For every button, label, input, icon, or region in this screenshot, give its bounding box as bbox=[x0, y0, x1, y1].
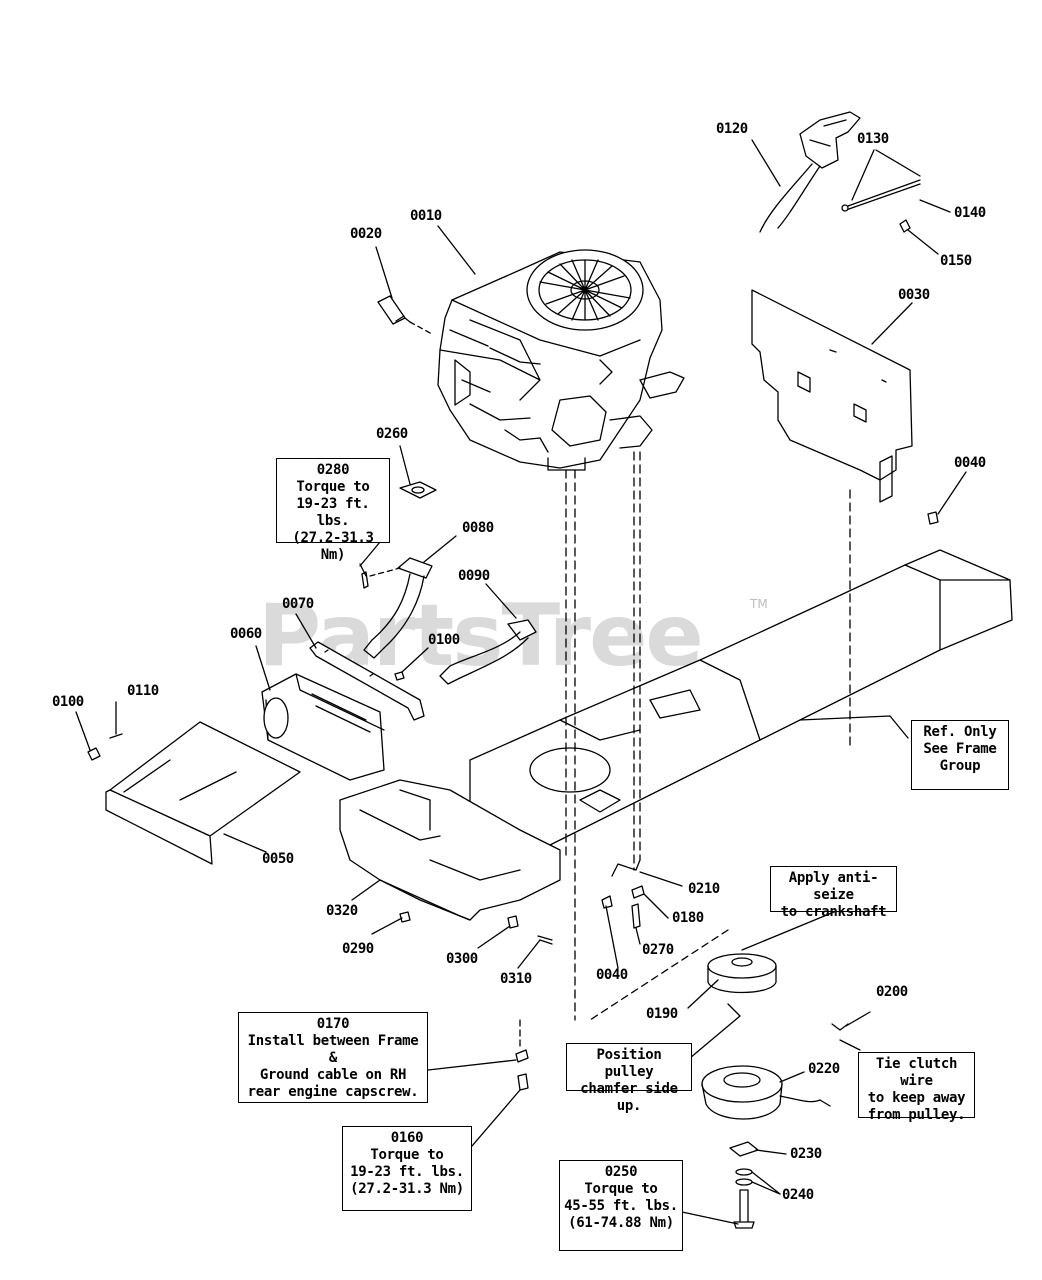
label-0100-a: 0100 bbox=[52, 694, 84, 710]
frame-reference bbox=[469, 549, 1013, 871]
label-0040-a: 0040 bbox=[954, 455, 986, 471]
part-0030 bbox=[751, 289, 913, 503]
label-0110: 0110 bbox=[127, 683, 159, 699]
part-0290 bbox=[399, 911, 411, 923]
part-0170 bbox=[515, 1049, 529, 1063]
label-0270: 0270 bbox=[642, 942, 674, 958]
label-0060: 0060 bbox=[230, 626, 262, 642]
part-0190 bbox=[707, 953, 777, 994]
label-0310: 0310 bbox=[500, 971, 532, 987]
part-0040-b bbox=[601, 895, 613, 909]
label-0120: 0120 bbox=[716, 121, 748, 137]
watermark-trademark: TM bbox=[750, 597, 768, 611]
part-0270 bbox=[631, 903, 641, 929]
label-0090: 0090 bbox=[458, 568, 490, 584]
part-0150 bbox=[899, 219, 911, 233]
part-0080 bbox=[363, 557, 433, 659]
part-0100-a bbox=[87, 747, 101, 761]
part-0250 bbox=[733, 1189, 755, 1229]
label-0050: 0050 bbox=[262, 851, 294, 867]
label-0320: 0320 bbox=[326, 903, 358, 919]
part-0050 bbox=[105, 721, 301, 865]
label-0210: 0210 bbox=[688, 881, 720, 897]
part-0260 bbox=[399, 481, 437, 499]
label-0010: 0010 bbox=[410, 208, 442, 224]
label-0230: 0230 bbox=[790, 1146, 822, 1162]
part-0240-a bbox=[735, 1168, 753, 1176]
label-0030: 0030 bbox=[898, 287, 930, 303]
part-0310 bbox=[537, 935, 553, 945]
part-0090 bbox=[439, 619, 537, 685]
part-0120 bbox=[759, 111, 861, 233]
part-0230 bbox=[729, 1141, 759, 1157]
label-0040-b: 0040 bbox=[596, 967, 628, 983]
part-0210 bbox=[611, 859, 641, 877]
part-0180 bbox=[631, 885, 645, 899]
part-0240-b bbox=[735, 1178, 753, 1186]
label-0180: 0180 bbox=[672, 910, 704, 926]
part-0100-b bbox=[394, 671, 405, 681]
label-0220: 0220 bbox=[808, 1061, 840, 1077]
engine-0010 bbox=[437, 249, 685, 471]
part-0110 bbox=[109, 733, 123, 739]
label-0070: 0070 bbox=[282, 596, 314, 612]
label-0150: 0150 bbox=[940, 253, 972, 269]
label-0290: 0290 bbox=[342, 941, 374, 957]
label-0200: 0200 bbox=[876, 984, 908, 1000]
label-0020: 0020 bbox=[350, 226, 382, 242]
part-0020 bbox=[377, 295, 433, 335]
watermark: PartsTree bbox=[258, 586, 704, 686]
label-0260: 0260 bbox=[376, 426, 408, 442]
part-0060 bbox=[261, 673, 385, 781]
part-0130 bbox=[841, 204, 849, 212]
part-0200 bbox=[831, 1023, 849, 1031]
part-0070 bbox=[309, 641, 425, 721]
part-0140 bbox=[845, 179, 921, 211]
label-0240: 0240 bbox=[782, 1187, 814, 1203]
part-0160 bbox=[517, 1073, 529, 1091]
part-0040-a bbox=[927, 511, 939, 525]
part-0220 bbox=[701, 1065, 831, 1120]
label-0190: 0190 bbox=[646, 1006, 678, 1022]
label-0130: 0130 bbox=[857, 131, 889, 147]
part-0300 bbox=[507, 915, 519, 929]
label-0080: 0080 bbox=[462, 520, 494, 536]
label-0300: 0300 bbox=[446, 951, 478, 967]
label-0100-b: 0100 bbox=[428, 632, 460, 648]
label-0140: 0140 bbox=[954, 205, 986, 221]
part-0320 bbox=[339, 779, 561, 921]
